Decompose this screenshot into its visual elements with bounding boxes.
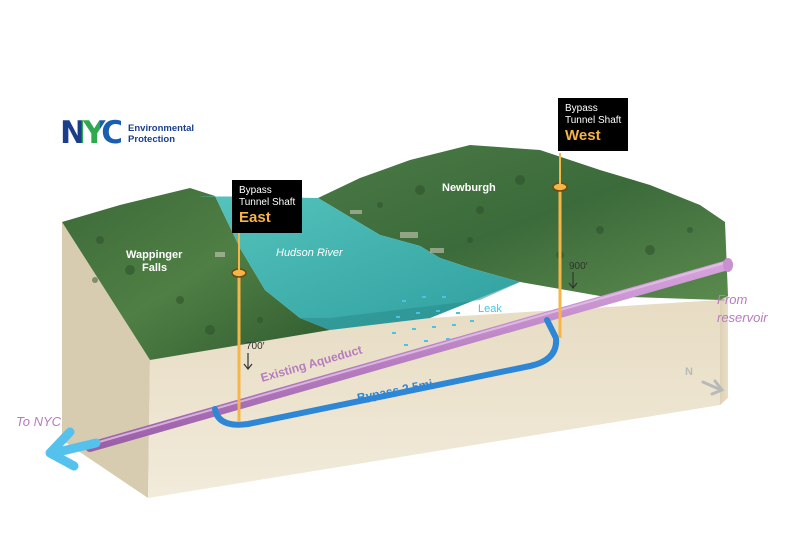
existing-aqueduct-pipe (85, 260, 733, 452)
terrain-west-bank (318, 145, 728, 300)
river-section (300, 282, 520, 330)
callout-west-line1: Bypass (565, 103, 598, 114)
depth-west-label: 900′ (569, 261, 588, 272)
depth-arrow-east (243, 353, 253, 370)
callout-west-name: West (565, 127, 601, 144)
hudson-river-label: Hudson River (276, 247, 344, 259)
callout-east-line2: Tunnel Shaft (239, 197, 296, 208)
callout-east-name: East (239, 209, 271, 226)
bypass-tunnel (212, 317, 560, 428)
callout-shaft-east: Bypass Tunnel Shaft East (232, 180, 303, 233)
wappinger-label-1: Wappinger (126, 249, 183, 261)
aqueduct-end-cap (723, 258, 733, 272)
nyc-logo-letters: NYC (60, 115, 124, 151)
wappinger-label-2: Falls (142, 262, 167, 274)
block-left-face (62, 222, 150, 498)
logo-line-2: Protection (128, 133, 176, 145)
existing-aqueduct-highlight (91, 261, 729, 445)
to-nyc-label: To NYC (16, 414, 62, 429)
from-reservoir-label-2: reservoir (717, 310, 768, 325)
depth-east-label: 700′ (246, 341, 265, 352)
block-right-face (720, 296, 728, 405)
leak-drops (392, 296, 474, 346)
depth-arrow-west (568, 272, 578, 289)
town-texture (215, 210, 444, 257)
newburgh-label: Newburgh (442, 182, 496, 194)
nyc-logo-mark: NYC (60, 115, 124, 151)
terrain-east-bank (62, 188, 330, 360)
callout-shaft-west: Bypass Tunnel Shaft West (558, 98, 629, 151)
north-label: N (685, 366, 693, 378)
callout-west-line2: Tunnel Shaft (565, 115, 622, 126)
from-reservoir-label-1: From (717, 292, 748, 307)
callout-east-line1: Bypass (239, 185, 272, 196)
block-front-face (148, 300, 720, 498)
nyc-logo-text: Environmental Protection (128, 123, 194, 145)
shaft-east-top (231, 268, 247, 278)
north-arrow-icon (701, 379, 725, 396)
leak-label: Leak (478, 303, 502, 315)
nyc-dep-logo: NYC Environmental Protection (60, 118, 194, 149)
to-nyc-arrow (45, 427, 101, 471)
logo-line-1: Environmental (128, 122, 195, 134)
shaft-west-top (552, 182, 568, 192)
